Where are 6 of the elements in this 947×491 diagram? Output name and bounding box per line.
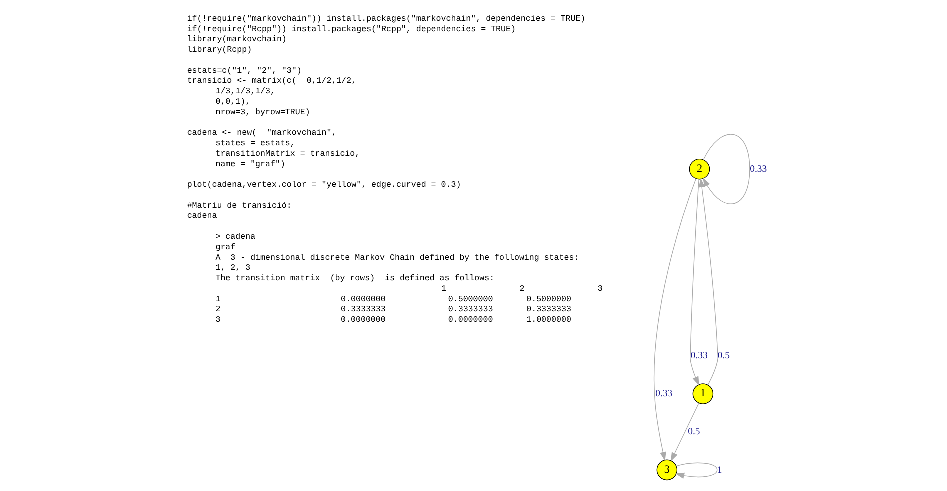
edge-label: 0.33 (750, 164, 767, 175)
edge-label: 0.5 (717, 350, 730, 362)
edge-label: 0.33 (655, 388, 672, 400)
edge-label: 0.33 (690, 350, 708, 362)
edge-label: 0.5 (688, 426, 700, 438)
edge-label: 1 (716, 464, 722, 476)
